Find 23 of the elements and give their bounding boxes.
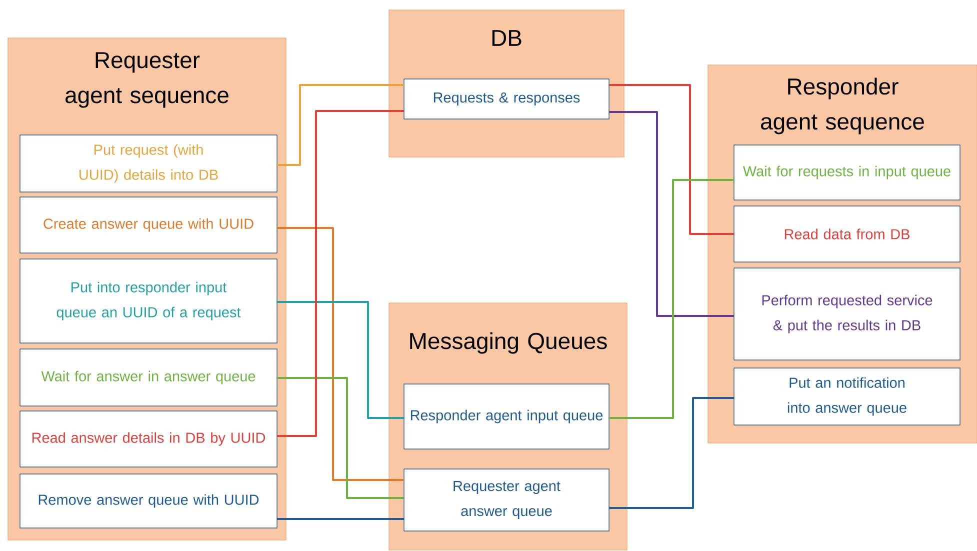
step-box: Wait for answer in answer queue [20,348,278,406]
step-box: Put an notification into answer queue [734,368,960,426]
connector-line [609,111,734,317]
step-box: Remove answer queue with UUID [20,474,278,528]
step-box: Perform requested service & put the results in DB [734,268,960,360]
step-box: Read answer details in DB by UUID [20,410,278,468]
connector-line [277,227,404,481]
step-box: Put into responder input queue an UUID of a request [20,258,278,344]
step-box: Responder agent input queue [404,384,610,450]
connector-line [277,377,404,499]
step-box: Wait for requests in input queue [734,144,960,200]
connector-line [277,110,404,437]
connector-line [277,518,404,520]
connector-line [609,179,734,419]
step-box: Requester agent answer queue [404,468,610,532]
step-box: Requests & responses [404,78,610,120]
step-box: Create answer queue with UUID [20,196,278,254]
connector-line [277,301,404,419]
connector-line [277,84,404,166]
step-box: Read data from DB [734,206,960,262]
connector-line [609,84,734,235]
connector-line [609,397,734,509]
step-box: Put request (with UUID) details into DB [20,134,278,192]
